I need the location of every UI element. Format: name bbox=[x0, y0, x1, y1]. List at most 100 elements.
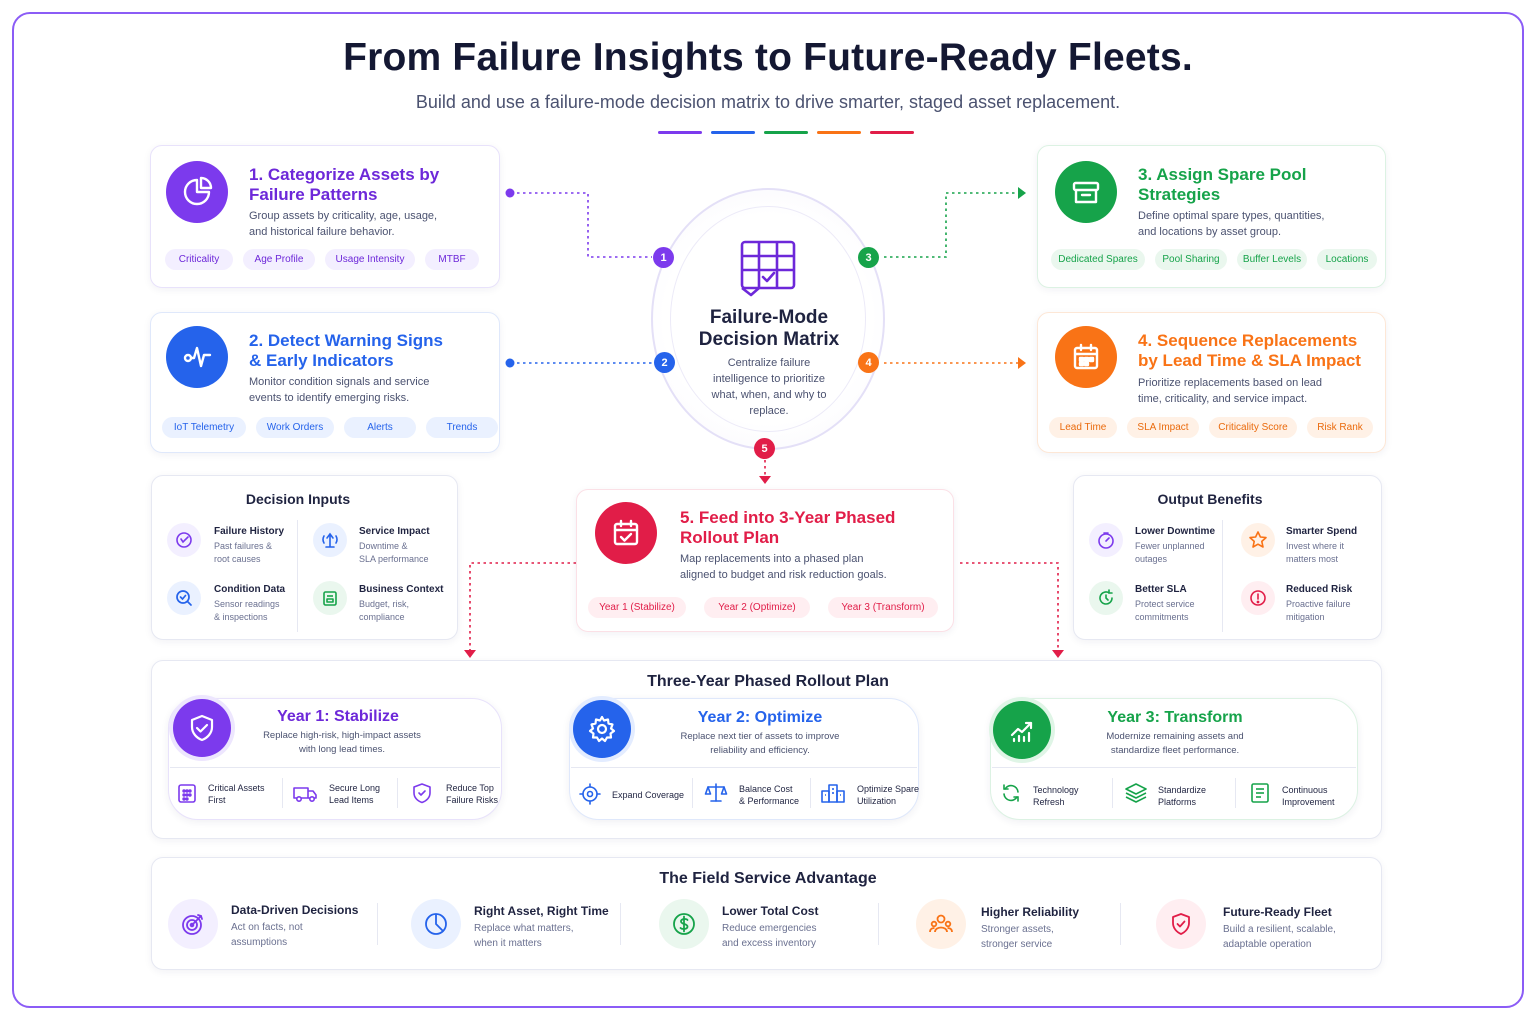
calendar-grid-icon bbox=[1055, 326, 1117, 388]
benefit-title: Reduced Risk bbox=[1286, 584, 1353, 595]
pulse-icon bbox=[166, 326, 228, 388]
chip[interactable]: Year 3 (Transform) bbox=[828, 597, 938, 618]
chip[interactable]: Age Profile bbox=[243, 249, 315, 270]
advantage-item-title: Higher Reliability bbox=[981, 905, 1080, 919]
chip[interactable]: SLA Impact bbox=[1127, 417, 1199, 438]
chip-row: Criticality Age Profile Usage Intensity … bbox=[165, 249, 479, 270]
building-icon bbox=[821, 784, 845, 803]
step-badge-5: 5 bbox=[754, 438, 775, 459]
chip[interactable]: Year 1 (Stabilize) bbox=[588, 597, 686, 618]
chip[interactable]: Work Orders bbox=[256, 417, 334, 438]
year-title: Year 2: Optimize bbox=[697, 709, 823, 726]
target-icon bbox=[168, 899, 218, 949]
divider bbox=[571, 767, 917, 768]
advantage-item-description: Replace what matters,when it matters bbox=[474, 923, 574, 949]
badge-star-icon bbox=[1241, 523, 1275, 557]
chip-row: Dedicated Spares Pool Sharing Buffer Lev… bbox=[1051, 249, 1377, 270]
chip[interactable]: Trends bbox=[426, 417, 498, 438]
advantage-item-title: Right Asset, Right Time bbox=[474, 904, 609, 918]
output-benefits-panel bbox=[1073, 475, 1382, 640]
chip[interactable]: Locations bbox=[1317, 249, 1377, 270]
divider bbox=[170, 767, 500, 768]
step-title: 2. Detect Warning Signs& Early Indicator… bbox=[249, 331, 443, 370]
pie-chart-icon bbox=[166, 161, 228, 223]
page-title: From Failure Insights to Future-Ready Fl… bbox=[343, 36, 1193, 79]
divider bbox=[397, 778, 398, 808]
chip[interactable]: Risk Rank bbox=[1307, 417, 1373, 438]
layers-icon bbox=[1125, 783, 1147, 803]
service-tower-icon bbox=[313, 523, 347, 557]
refresh-clock-icon bbox=[1089, 581, 1123, 615]
divider bbox=[620, 903, 621, 945]
clipboard-icon bbox=[313, 581, 347, 615]
input-description: Sensor readings& inspections bbox=[214, 599, 280, 622]
input-title: Service Impact bbox=[359, 526, 430, 537]
benefit-title: Better SLA bbox=[1135, 584, 1187, 595]
rollout-title: Three-Year Phased Rollout Plan bbox=[647, 673, 889, 690]
chip[interactable]: Year 2 (Optimize) bbox=[704, 597, 810, 618]
matrix-inner-ring bbox=[670, 206, 866, 432]
shield-icon bbox=[413, 783, 431, 804]
feature-label: Expand Coverage bbox=[612, 790, 685, 800]
gear-icon bbox=[573, 700, 631, 758]
divider bbox=[1235, 778, 1236, 808]
chip[interactable]: Usage Intensity bbox=[325, 249, 415, 270]
advantage-item-description: Build a resilient, scalable,adaptable op… bbox=[1223, 924, 1336, 950]
advantage-item-title: Future-Ready Fleet bbox=[1223, 905, 1332, 919]
chip[interactable]: MTBF bbox=[425, 249, 479, 270]
advantage-item-title: Data-Driven Decisions bbox=[231, 903, 359, 917]
input-title: Business Context bbox=[359, 584, 444, 595]
crosshair-icon bbox=[579, 783, 601, 805]
step-badge-1: 1 bbox=[653, 247, 674, 268]
chip-row: IoT Telemetry Work Orders Alerts Trends bbox=[162, 417, 498, 438]
advantage-item-description: Stronger assets,stronger service bbox=[981, 924, 1054, 950]
chip[interactable]: Pool Sharing bbox=[1155, 249, 1227, 270]
speedometer-icon bbox=[1089, 523, 1123, 557]
chip[interactable]: Criticality Score bbox=[1209, 417, 1297, 438]
refresh-icon bbox=[1003, 784, 1019, 802]
chip[interactable]: Alerts bbox=[344, 417, 416, 438]
chip-row: Year 1 (Stabilize) Year 2 (Optimize) Yea… bbox=[588, 597, 938, 618]
chip[interactable]: IoT Telemetry bbox=[162, 417, 246, 438]
divider bbox=[377, 903, 378, 945]
step-badge-4: 4 bbox=[858, 352, 879, 373]
input-description: Past failures &root causes bbox=[214, 541, 273, 564]
shield-check-icon bbox=[173, 699, 231, 757]
balance-scale-icon bbox=[704, 783, 728, 802]
chip[interactable]: Buffer Levels bbox=[1237, 249, 1307, 270]
decision-inputs-title: Decision Inputs bbox=[245, 491, 351, 507]
divider bbox=[1112, 778, 1113, 808]
divider bbox=[992, 767, 1356, 768]
chip[interactable]: Criticality bbox=[165, 249, 233, 270]
input-title: Failure History bbox=[214, 526, 285, 537]
divider bbox=[1120, 903, 1121, 945]
page-subtitle: Build and use a failure-mode decision ma… bbox=[415, 92, 1121, 112]
divider bbox=[297, 520, 298, 632]
divider bbox=[810, 778, 811, 808]
divider bbox=[878, 903, 879, 945]
benefit-title: Smarter Spend bbox=[1286, 526, 1358, 537]
chip[interactable]: Lead Time bbox=[1049, 417, 1117, 438]
truck-icon bbox=[293, 787, 317, 803]
output-benefits-title: Output Benefits bbox=[1157, 491, 1263, 507]
input-description: Budget, risk,compliance bbox=[359, 599, 410, 622]
chip[interactable]: Dedicated Spares bbox=[1051, 249, 1145, 270]
archive-box-icon bbox=[1055, 161, 1117, 223]
